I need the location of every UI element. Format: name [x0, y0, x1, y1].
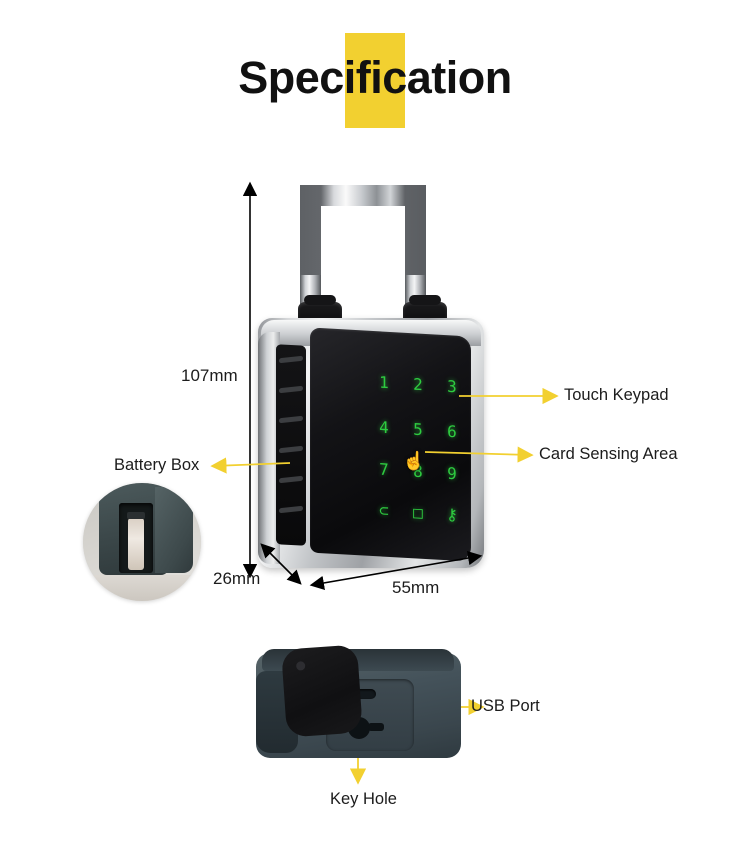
battery-box-photo: [83, 483, 201, 601]
width-dimension-line: [309, 550, 483, 591]
card-sensing-area-leader: [424, 446, 534, 463]
rubber-port-cover[interactable]: [281, 644, 363, 738]
callout-label-battery-box: Battery Box: [114, 456, 200, 474]
padlock-bottom-view: [248, 644, 478, 775]
padlock-front-view: 1 2 3 4 5 6 7 8 9 ⊂ □ ⚷ ☝: [258, 180, 498, 570]
page-title: Specification: [238, 52, 512, 103]
battery-box-leader: [210, 457, 291, 474]
callout-label-touch-keypad: Touch Keypad: [564, 386, 669, 404]
dimension-label-height: 107mm: [181, 366, 238, 385]
callout-label-usb-port: USB Port: [471, 697, 540, 715]
depth-dimension-line: [260, 543, 302, 585]
title-highlight-block: [345, 33, 405, 128]
lock-body-left-edge: [258, 332, 280, 564]
dimension-label-width: 55mm: [392, 578, 440, 597]
callout-label-key-hole: Key Hole: [330, 790, 397, 808]
dimension-label-depth: 26mm: [213, 569, 261, 588]
callout-label-card-sensing-area: Card Sensing Area: [539, 445, 678, 463]
